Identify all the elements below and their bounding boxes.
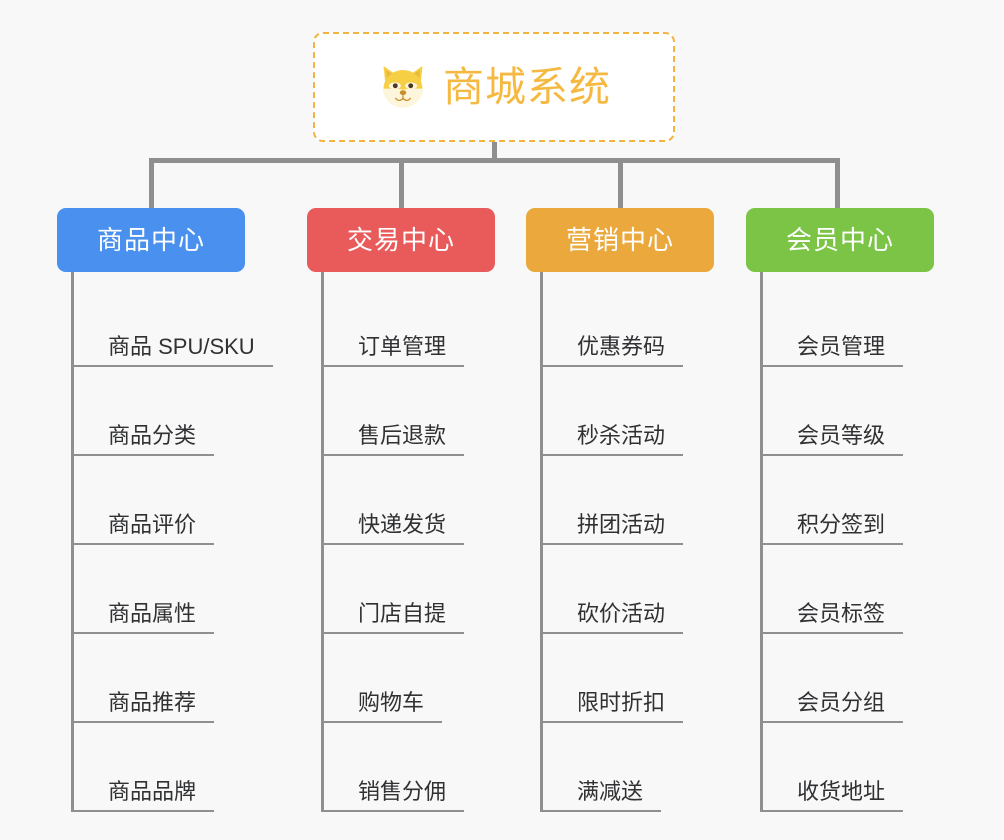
branch-header-trade-center[interactable]: 交易中心 [307, 208, 495, 272]
list-item-label: 会员标签 [797, 600, 886, 626]
list-item[interactable]: 秒杀活动 [543, 367, 714, 456]
list-item-label: 限时折扣 [577, 689, 666, 715]
list-item[interactable]: 商品推荐 [74, 634, 245, 723]
list-item[interactable]: 销售分佣 [324, 723, 495, 812]
list-item-label: 售后退款 [358, 422, 447, 448]
list-item-label: 会员等级 [797, 422, 886, 448]
list-item[interactable]: 拼团活动 [543, 456, 714, 545]
list-item[interactable]: 快递发货 [324, 456, 495, 545]
branch-column-member-center: 会员中心 会员管理 会员等级 积分签到 会员标签 会员分组 收货地址 [746, 208, 934, 812]
list-item-label: 门店自提 [358, 600, 447, 626]
list-item[interactable]: 商品品牌 [74, 723, 245, 812]
list-item[interactable]: 会员等级 [763, 367, 934, 456]
branch-label: 交易中心 [346, 225, 455, 255]
branch-column-trade-center: 交易中心 订单管理 售后退款 快递发货 门店自提 购物车 销售分佣 [307, 208, 495, 812]
list-item-label: 收货地址 [797, 778, 886, 804]
branch-header-marketing-center[interactable]: 营销中心 [526, 208, 714, 272]
list-item-label: 拼团活动 [577, 511, 666, 537]
list-item-label: 会员分组 [797, 689, 886, 715]
branch-items-marketing-center: 优惠券码 秒杀活动 拼团活动 砍价活动 限时折扣 满减送 [540, 272, 714, 812]
list-item-label: 商品属性 [108, 600, 197, 626]
list-item[interactable]: 商品属性 [74, 545, 245, 634]
branch-column-marketing-center: 营销中心 优惠券码 秒杀活动 拼团活动 砍价活动 限时折扣 满减送 [526, 208, 714, 812]
branch-label: 商品中心 [96, 225, 205, 255]
list-item[interactable]: 会员管理 [763, 278, 934, 367]
list-item[interactable]: 商品评价 [74, 456, 245, 545]
list-item[interactable]: 优惠券码 [543, 278, 714, 367]
list-item-label: 商品推荐 [108, 689, 197, 715]
list-item[interactable]: 会员分组 [763, 634, 934, 723]
branch-header-member-center[interactable]: 会员中心 [746, 208, 934, 272]
list-item-label: 商品品牌 [108, 778, 197, 804]
list-item-label: 满减送 [577, 778, 644, 804]
list-item-label: 订单管理 [358, 333, 447, 359]
connector-drop-branch-3 [618, 158, 623, 210]
branch-column-product-center: 商品中心 商品 SPU/SKU 商品分类 商品评价 商品属性 商品推荐 商品品牌 [57, 208, 273, 812]
branch-items-member-center: 会员管理 会员等级 积分签到 会员标签 会员分组 收货地址 [760, 272, 934, 812]
list-item-label: 商品分类 [108, 422, 197, 448]
list-item-label: 商品 SPU/SKU [108, 333, 255, 359]
list-item[interactable]: 购物车 [324, 634, 495, 723]
connector-drop-branch-2 [399, 158, 404, 210]
branch-label: 会员中心 [785, 225, 894, 255]
list-item-label: 销售分佣 [358, 778, 447, 804]
list-item-label: 优惠券码 [577, 333, 666, 359]
connector-root-stem [492, 142, 497, 162]
list-item[interactable]: 售后退款 [324, 367, 495, 456]
list-item[interactable]: 订单管理 [324, 278, 495, 367]
branch-label: 营销中心 [565, 225, 674, 255]
list-item[interactable]: 会员标签 [763, 545, 934, 634]
branch-items-product-center: 商品 SPU/SKU 商品分类 商品评价 商品属性 商品推荐 商品品牌 [71, 272, 273, 812]
list-item[interactable]: 砍价活动 [543, 545, 714, 634]
shiba-inu-dog-face-icon [383, 65, 423, 108]
list-item-label: 商品评价 [108, 511, 197, 537]
list-item-label: 快递发货 [358, 511, 447, 537]
list-item[interactable]: 满减送 [543, 723, 714, 812]
branch-items-trade-center: 订单管理 售后退款 快递发货 门店自提 购物车 销售分佣 [321, 272, 495, 812]
list-item[interactable]: 门店自提 [324, 545, 495, 634]
list-item-label: 砍价活动 [577, 600, 666, 626]
list-item[interactable]: 积分签到 [763, 456, 934, 545]
list-item[interactable]: 收货地址 [763, 723, 934, 812]
list-item[interactable]: 商品 SPU/SKU [74, 278, 273, 367]
list-item-label: 会员管理 [797, 333, 886, 359]
connector-drop-branch-1 [149, 158, 154, 210]
list-item-label: 积分签到 [797, 511, 886, 537]
connector-horizontal-bus [149, 158, 840, 163]
connector-drop-branch-4 [835, 158, 840, 210]
list-item-label: 购物车 [358, 689, 425, 715]
list-item-label: 秒杀活动 [577, 422, 666, 448]
list-item[interactable]: 商品分类 [74, 367, 245, 456]
branch-header-product-center[interactable]: 商品中心 [57, 208, 245, 272]
list-item[interactable]: 限时折扣 [543, 634, 714, 723]
root-title: 商城系统 [443, 63, 611, 110]
root-node[interactable]: 商城系统 [313, 32, 675, 142]
